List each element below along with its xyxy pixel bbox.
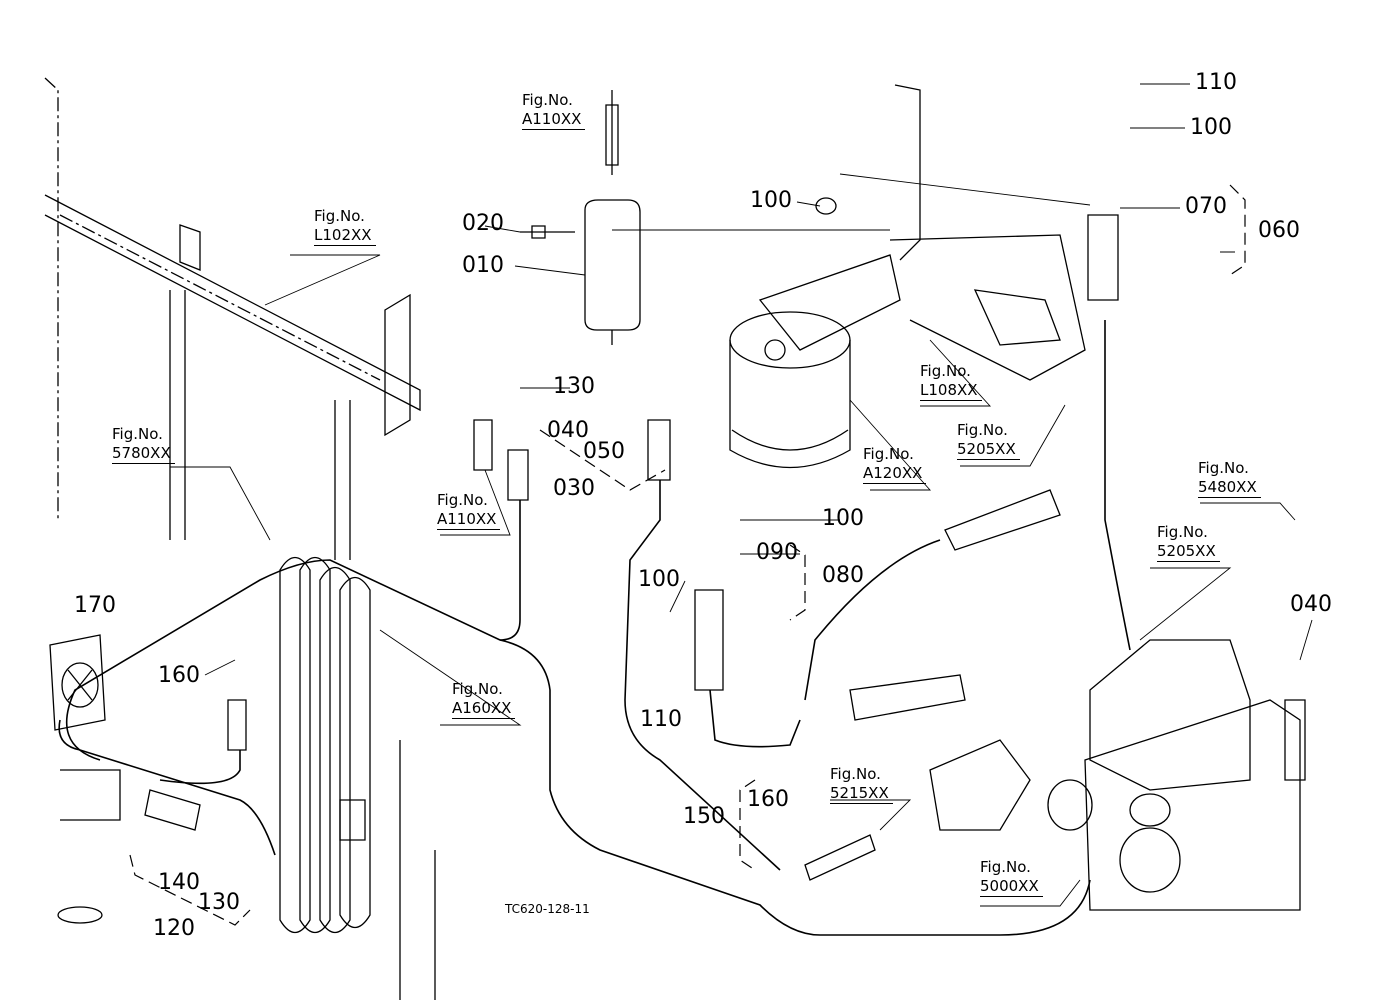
fig-ref-5480xx: Fig.No.5480XX xyxy=(1198,459,1261,498)
part-050: 050 xyxy=(583,439,625,464)
fig-ref-5205xx: Fig.No.5205XX xyxy=(957,421,1020,460)
part-100: 100 xyxy=(822,506,864,531)
group-brackets xyxy=(130,185,1245,925)
part-100: 100 xyxy=(750,188,792,213)
part-130: 130 xyxy=(198,890,240,915)
oil-cooler xyxy=(280,558,370,933)
fig-ref-l102xx: Fig.No.L102XX xyxy=(314,207,376,246)
part-030: 030 xyxy=(553,476,595,501)
part-160: 160 xyxy=(158,663,200,688)
fig-ref-a110xx: Fig.No.A110XX xyxy=(522,91,586,130)
fuel-lines xyxy=(59,320,1130,935)
part-130: 130 xyxy=(553,374,595,399)
fig-ref-l108xx: Fig.No.L108XX xyxy=(920,362,982,401)
fig-ref-5780xx: Fig.No.5780XX xyxy=(112,425,175,464)
part-110: 110 xyxy=(1195,70,1237,95)
fig-ref-a110xx: Fig.No.A110XX xyxy=(437,491,501,530)
leader-lines xyxy=(170,84,1312,906)
part-010: 010 xyxy=(462,253,504,278)
sediment-bowl-010 xyxy=(520,90,640,345)
fig-ref-5000xx: Fig.No.5000XX xyxy=(980,858,1043,897)
part-120: 120 xyxy=(153,916,195,941)
part-060: 060 xyxy=(1258,218,1300,243)
part-020: 020 xyxy=(462,211,504,236)
part-070: 070 xyxy=(1185,194,1227,219)
fig-ref-5205xx: Fig.No.5205XX xyxy=(1157,523,1220,562)
part-090: 090 xyxy=(756,540,798,565)
hose-springs xyxy=(145,215,1305,880)
part-150: 150 xyxy=(683,804,725,829)
part-140: 140 xyxy=(158,870,200,895)
part-100: 100 xyxy=(1190,115,1232,140)
bracket-170 xyxy=(50,635,105,730)
fuel-filter xyxy=(730,85,1085,468)
part-170: 170 xyxy=(74,593,116,618)
drawing-reference-code: TC620-128-11 xyxy=(505,902,590,916)
fig-ref-5215xx: Fig.No.5215XX xyxy=(830,765,893,804)
part-080: 080 xyxy=(822,563,864,588)
part-100: 100 xyxy=(638,567,680,592)
part-040: 040 xyxy=(547,418,589,443)
part-160: 160 xyxy=(747,787,789,812)
chassis-frame xyxy=(45,78,435,1000)
fig-ref-a160xx: Fig.No.A160XX xyxy=(452,680,516,719)
fig-ref-a120xx: Fig.No.A120XX xyxy=(863,445,927,484)
part-040: 040 xyxy=(1290,592,1332,617)
part-110: 110 xyxy=(640,707,682,732)
